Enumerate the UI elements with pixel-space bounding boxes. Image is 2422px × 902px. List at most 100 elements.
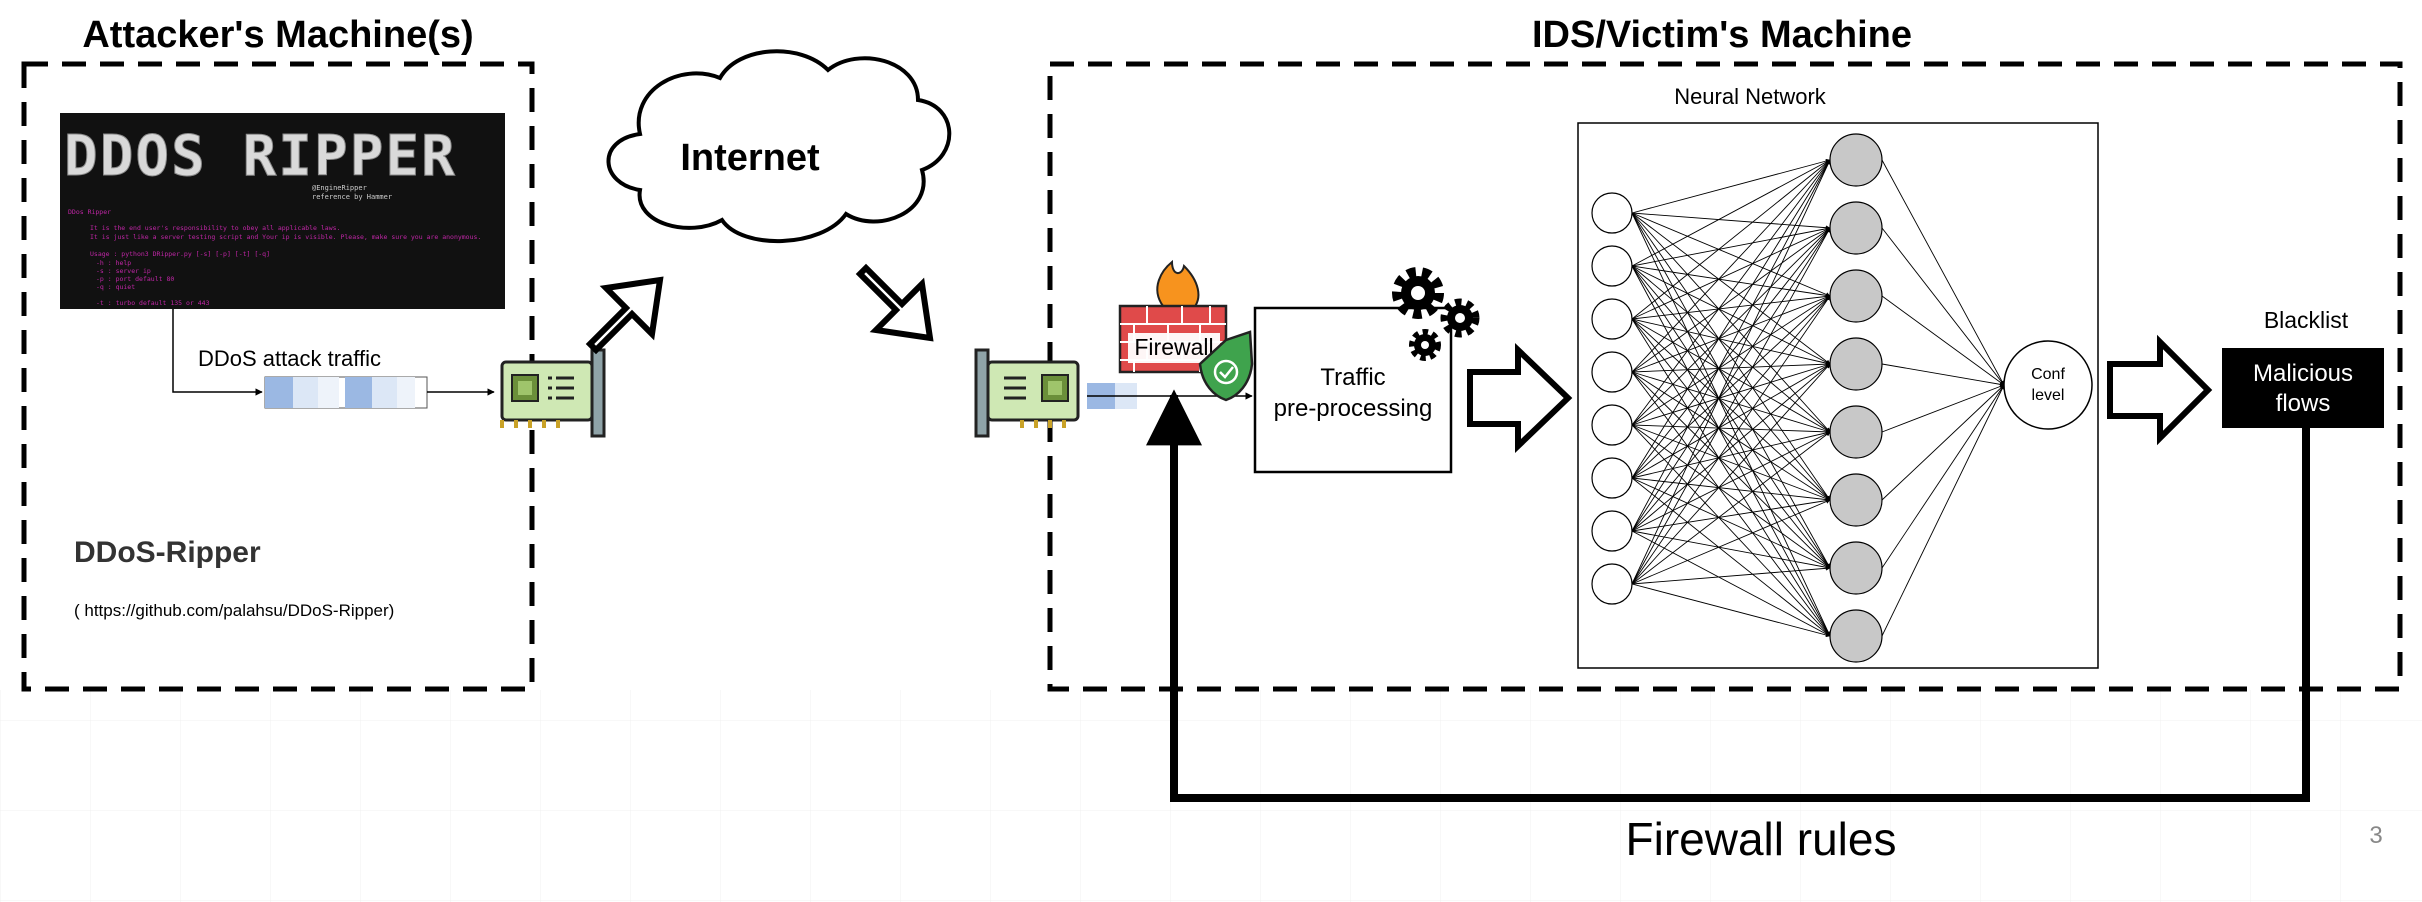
malicious-flows-box	[2222, 348, 2384, 428]
network-edge	[1631, 227, 1831, 532]
internet-label: Internet	[680, 137, 820, 179]
firewall-icon: Firewall	[1118, 259, 1254, 402]
hidden-node	[1829, 473, 1883, 527]
network-edge	[1631, 159, 1831, 320]
terminal-line: -p : port default 80	[96, 275, 174, 283]
victim-title: IDS/Victim's Machine	[1532, 14, 1912, 56]
packet-strip	[264, 376, 428, 409]
network-edge	[1631, 159, 1831, 267]
network-edge	[1631, 371, 1831, 569]
network-edge	[1631, 363, 1831, 426]
victim-machine: IDS/Victim's Machine Firewall	[974, 14, 2403, 692]
network-edge	[1631, 295, 1831, 426]
network-edge	[1631, 318, 1831, 366]
packet	[397, 377, 415, 408]
network-edge	[1881, 384, 2005, 637]
confidence-label: Conf	[2031, 366, 2065, 383]
network-edge	[1631, 227, 1831, 320]
down-right-block-arrow	[855, 263, 934, 342]
confidence-label: level	[2032, 387, 2065, 404]
network-edge	[1631, 530, 1831, 637]
network-edge	[1631, 212, 1831, 569]
network-edge	[1631, 265, 1831, 569]
terminal-banner: DDOS RIPPER	[64, 124, 457, 189]
network-edge	[1631, 361, 1831, 373]
terminal-credit: @EngineRipper	[312, 184, 367, 192]
network-edge	[1631, 159, 1831, 585]
network-edge	[1631, 226, 1831, 267]
network-edge	[1631, 212, 1831, 433]
network-edge	[1881, 363, 2005, 387]
preprocessing-label: pre-processing	[1274, 395, 1433, 422]
network-edge	[1631, 371, 1831, 433]
up-right-block-arrow	[585, 276, 664, 355]
terminal-line: -q : quiet	[96, 283, 135, 291]
network-edge	[1631, 159, 1831, 479]
network-edge	[1631, 227, 1831, 585]
network-edge	[1631, 477, 1831, 569]
network-edge	[1631, 212, 1831, 365]
network-edge	[1631, 227, 1831, 373]
terminal-to-traffic-arrow	[172, 309, 263, 396]
network-edge	[1631, 363, 1831, 532]
network-edge	[1631, 265, 1831, 298]
firewall-rules-feedback-arrow	[1146, 389, 2310, 802]
network-edge	[1631, 477, 1831, 502]
packet	[318, 377, 339, 408]
network-edge	[1631, 583, 1831, 638]
network-title: Neural Network	[1674, 84, 1827, 109]
attacker-machine: Attacker's Machine(s) DDOS RIPPER @Engin…	[21, 14, 535, 692]
network-edge	[1631, 431, 1831, 585]
network-edge	[1631, 566, 1831, 585]
hidden-node	[1829, 609, 1883, 663]
packet	[372, 377, 397, 408]
network-edge	[1631, 530, 1831, 570]
input-node	[1591, 563, 1633, 605]
network-edge	[1631, 159, 1831, 426]
terminal-background	[60, 113, 505, 309]
terminal-line: DDos Ripper	[68, 208, 111, 216]
hidden-node	[1829, 269, 1883, 323]
network-edge	[1631, 424, 1831, 569]
network-edge	[1631, 158, 1831, 214]
network-edge	[1631, 227, 1831, 426]
flame-icon	[1156, 259, 1200, 312]
network-edge	[1881, 295, 2005, 386]
network-edge	[1881, 384, 2005, 433]
network-edge	[1881, 159, 2005, 386]
input-node	[1591, 510, 1633, 552]
input-node	[1591, 351, 1633, 393]
hidden-node	[1829, 201, 1883, 255]
network-edge	[1631, 265, 1831, 637]
page-number: 3	[2369, 822, 2382, 849]
hidden-node	[1829, 337, 1883, 391]
gears-icon	[1392, 267, 1480, 361]
input-node	[1591, 298, 1633, 340]
network-edge	[1631, 318, 1831, 569]
network-edge	[1631, 159, 1831, 532]
network-edge	[1631, 212, 1831, 297]
ddos-ripper-terminal: DDOS RIPPER @EngineRipper reference by H…	[60, 113, 505, 309]
network-edge	[1631, 227, 1831, 479]
network-edge	[1631, 265, 1831, 433]
network-card-icon	[974, 348, 1080, 438]
malicious-flows-label: flows	[2276, 390, 2331, 417]
input-node	[1591, 457, 1633, 499]
network-nodes	[1591, 133, 1883, 663]
tool-name: DDoS-Ripper	[74, 536, 261, 569]
terminal-line: -h : help	[96, 259, 131, 267]
network-connections	[1631, 158, 2005, 638]
hidden-node	[1829, 541, 1883, 595]
terminal-line: -s : server ip	[96, 267, 151, 275]
network-edge	[1631, 212, 1831, 230]
cloud-shape	[606, 49, 952, 244]
preprocessing-label: Traffic	[1320, 364, 1385, 391]
input-node	[1591, 192, 1633, 234]
network-edge	[1631, 295, 1831, 479]
tool-url: ( https://github.com/palahsu/DDoS-Ripper…	[74, 601, 394, 620]
terminal-line: -t : turbo default 135 or 443	[96, 299, 210, 307]
network-card-icon	[500, 348, 606, 438]
network-edge	[1631, 318, 1831, 637]
input-node	[1591, 404, 1633, 446]
